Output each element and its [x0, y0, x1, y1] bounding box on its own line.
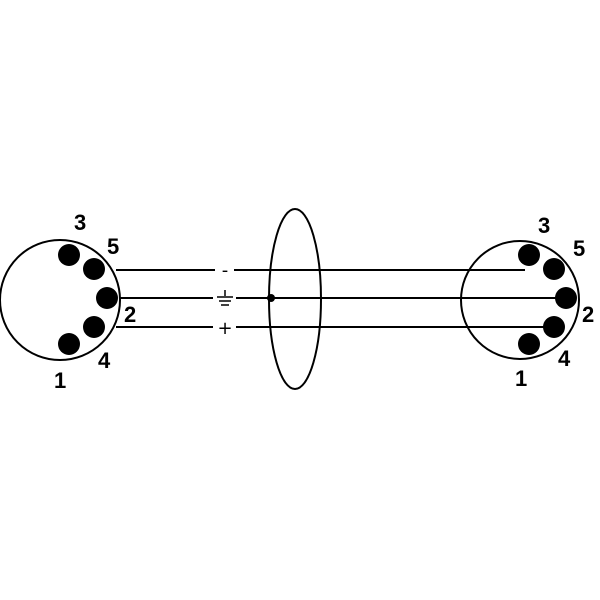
- right-pin-label-2: 2: [582, 302, 594, 327]
- left-connector: 3 5 2 4 1: [0, 210, 136, 393]
- right-pin-label-5: 5: [573, 236, 585, 261]
- right-connector: 3 5 2 4 1: [460, 213, 594, 391]
- left-pin-5: [83, 258, 105, 280]
- left-pin-label-1: 1: [54, 368, 66, 393]
- right-pin-label-1: 1: [515, 366, 527, 391]
- cable-wires: [116, 269, 556, 328]
- right-pin-1: [518, 333, 540, 355]
- right-pin-5: [543, 258, 565, 280]
- signal-plus-label: +: [217, 318, 232, 339]
- left-pin-label-3: 3: [74, 210, 86, 235]
- left-pin-1: [58, 333, 80, 355]
- right-pin-label-3: 3: [538, 213, 550, 238]
- cable-shield: [267, 208, 322, 390]
- left-pin-label-2: 2: [124, 302, 136, 327]
- ground-icon: [217, 290, 233, 306]
- left-pin-label-4: 4: [98, 348, 111, 373]
- right-pin-3: [518, 244, 540, 266]
- left-pin-2: [96, 287, 118, 309]
- shield-junction-dot: [267, 294, 275, 302]
- left-connector-body: [0, 239, 121, 361]
- signal-minus-label: -: [222, 260, 229, 281]
- left-pin-4: [83, 316, 105, 338]
- right-connector-body: [460, 240, 580, 360]
- right-pin-label-4: 4: [558, 346, 571, 371]
- left-pin-3: [58, 244, 80, 266]
- left-pin-label-5: 5: [107, 234, 119, 259]
- right-pin-4: [543, 316, 565, 338]
- right-pin-2: [555, 287, 577, 309]
